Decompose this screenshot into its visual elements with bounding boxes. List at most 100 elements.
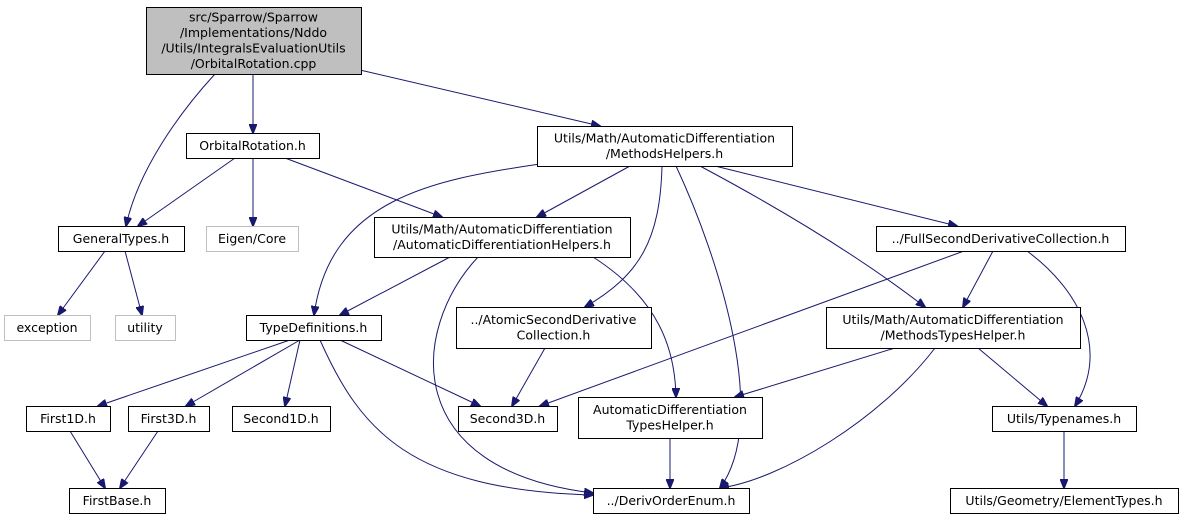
edge-fullsecondderivativecollection-h-to-methodstypeshelper-h xyxy=(963,250,994,307)
node-label-line: Utils/Geometry/ElementTypes.h xyxy=(965,493,1162,508)
node-utility: utility xyxy=(115,315,176,341)
node-firstbase-h[interactable]: FirstBase.h xyxy=(69,488,166,514)
edge-methodstypeshelper-h-to-derivorderenum-h xyxy=(720,347,936,488)
node-exception: exception xyxy=(4,315,91,341)
edge-fullsecondderivativecollection-h-to-typenames-h xyxy=(1026,250,1091,406)
node-second3d-h[interactable]: Second3D.h xyxy=(458,406,558,432)
node-methodshelpers-h[interactable]: Utils/Math/AutomaticDifferentiation/Meth… xyxy=(537,126,793,167)
edge-methodshelpers-h-to-fullsecondderivativecollection-h xyxy=(714,165,957,226)
node-box xyxy=(58,226,185,252)
node-label-line: Collection.h xyxy=(517,328,591,343)
node-label-line: Eigen/Core xyxy=(218,231,286,246)
edge-typedefinitions-h-to-first3d-h xyxy=(186,339,301,406)
node-box xyxy=(115,315,176,341)
node-label-line: /OrbitalRotation.cpp xyxy=(191,56,317,71)
edge-first3d-h-to-firstbase-h xyxy=(120,430,159,488)
node-label-line: TypeDefinitions.h xyxy=(259,320,368,335)
edge-autodiffhelpers-h-to-autodifftypeshelper-h xyxy=(592,256,676,397)
node-box xyxy=(246,315,382,341)
node-box xyxy=(456,307,652,349)
edge-methodshelpers-h-to-atomicsecondderivativecollection-h xyxy=(585,165,663,307)
node-label-line: Utils/Typenames.h xyxy=(1007,411,1121,426)
node-generaltypes-h[interactable]: GeneralTypes.h xyxy=(58,226,185,252)
node-methodstypeshelper-h[interactable]: Utils/Math/AutomaticDifferentiation/Meth… xyxy=(826,307,1081,349)
node-box xyxy=(826,307,1081,349)
node-label-line: utility xyxy=(127,320,163,335)
node-label-line: Second1D.h xyxy=(243,411,318,426)
node-label-line: exception xyxy=(16,320,77,335)
node-derivorderenum-h[interactable]: ../DerivOrderEnum.h xyxy=(593,488,750,514)
node-label-line: First3D.h xyxy=(141,411,197,426)
edges-layer xyxy=(58,69,1091,495)
node-box xyxy=(992,406,1137,432)
edge-methodstypeshelper-h-to-typenames-h xyxy=(977,347,1047,406)
node-label-line: GeneralTypes.h xyxy=(73,231,169,246)
edge-root-to-methodshelpers-h xyxy=(359,69,600,126)
node-first3d-h[interactable]: First3D.h xyxy=(128,406,210,432)
edge-fullsecondderivativecollection-h-to-second3d-h xyxy=(540,250,965,406)
node-label-line: Utils/Math/AutomaticDifferentiation xyxy=(842,312,1063,327)
edge-methodstypeshelper-h-to-autodifftypeshelper-h xyxy=(735,347,896,397)
edge-methodshelpers-h-to-methodstypeshelper-h xyxy=(699,165,925,307)
edge-root-to-generaltypes-h xyxy=(126,73,216,226)
node-box xyxy=(374,217,631,258)
node-label-line: OrbitalRotation.h xyxy=(199,138,306,153)
node-box xyxy=(69,488,166,514)
node-second1d-h[interactable]: Second1D.h xyxy=(232,406,331,432)
edge-typedefinitions-h-to-second3d-h xyxy=(339,339,480,406)
edge-generaltypes-h-to-exception xyxy=(58,250,106,315)
node-label-line: Utils/Math/AutomaticDifferentiation xyxy=(554,131,775,146)
node-label-line: /AutomaticDifferentiationHelpers.h xyxy=(393,237,611,252)
node-root: src/Sparrow/Sparrow/Implementations/Nddo… xyxy=(146,7,362,75)
node-label-line: First1D.h xyxy=(40,411,96,426)
node-label-line: /Implementations/Nddo xyxy=(180,25,327,40)
edge-autodiffhelpers-h-to-derivorderenum-h xyxy=(433,256,593,493)
node-box xyxy=(593,488,750,514)
node-box xyxy=(578,397,763,439)
node-first1d-h[interactable]: First1D.h xyxy=(26,406,111,432)
edge-orbitalrotation-h-to-generaltypes-h xyxy=(138,157,236,226)
node-label-line: /Utils/IntegralsEvaluationUtils xyxy=(161,41,345,56)
node-typedefinitions-h[interactable]: TypeDefinitions.h xyxy=(246,315,382,341)
node-label-line: ../DerivOrderEnum.h xyxy=(607,493,736,508)
edge-methodshelpers-h-to-derivorderenum-h xyxy=(675,165,742,488)
node-elementtypes-h[interactable]: Utils/Geometry/ElementTypes.h xyxy=(950,488,1179,514)
node-box xyxy=(128,406,210,432)
edge-methodshelpers-h-to-typedefinitions-h xyxy=(314,163,541,315)
node-label-line: Second3D.h xyxy=(470,411,545,426)
edge-methodshelpers-h-to-autodiffhelpers-h xyxy=(537,165,631,217)
edge-autodiffhelpers-h-to-typedefinitions-h xyxy=(340,256,451,315)
node-label-line: TypesHelper.h xyxy=(625,418,713,433)
node-box xyxy=(458,406,558,432)
node-autodiffhelpers-h[interactable]: Utils/Math/AutomaticDifferentiation/Auto… xyxy=(374,217,631,258)
node-eigen-core: Eigen/Core xyxy=(206,226,299,252)
node-box xyxy=(146,7,362,75)
node-typenames-h[interactable]: Utils/Typenames.h xyxy=(992,406,1137,432)
node-box xyxy=(876,226,1126,252)
edge-typedefinitions-h-to-derivorderenum-h xyxy=(319,339,593,495)
edge-first1d-h-to-firstbase-h xyxy=(69,430,105,488)
node-box xyxy=(206,226,299,252)
node-label-line: src/Sparrow/Sparrow xyxy=(189,10,318,25)
node-box xyxy=(26,406,111,432)
node-fullsecondderivativecollection-h[interactable]: ../FullSecondDerivativeCollection.h xyxy=(876,226,1126,252)
node-box xyxy=(232,406,331,432)
node-label-line: AutomaticDifferentiation xyxy=(593,402,747,417)
edge-orbitalrotation-h-to-autodiffhelpers-h xyxy=(284,157,442,217)
edge-atomicsecondderivativecollection-h-to-second3d-h xyxy=(512,347,546,406)
node-label-line: ../FullSecondDerivativeCollection.h xyxy=(892,231,1110,246)
edge-generaltypes-h-to-utility xyxy=(124,250,142,315)
edge-typedefinitions-h-to-second1d-h xyxy=(285,339,301,406)
node-box xyxy=(4,315,91,341)
node-box xyxy=(186,133,320,159)
node-box xyxy=(537,126,793,167)
edge-typedefinitions-h-to-first1d-h xyxy=(98,339,291,406)
node-label-line: Utils/Math/AutomaticDifferentiation xyxy=(391,222,612,237)
node-orbitalrotation-h[interactable]: OrbitalRotation.h xyxy=(186,133,320,159)
nodes-layer: src/Sparrow/Sparrow/Implementations/Nddo… xyxy=(4,7,1179,514)
node-label-line: ../AtomicSecondDerivative xyxy=(470,312,636,327)
node-label-line: /MethodsHelpers.h xyxy=(606,146,723,161)
